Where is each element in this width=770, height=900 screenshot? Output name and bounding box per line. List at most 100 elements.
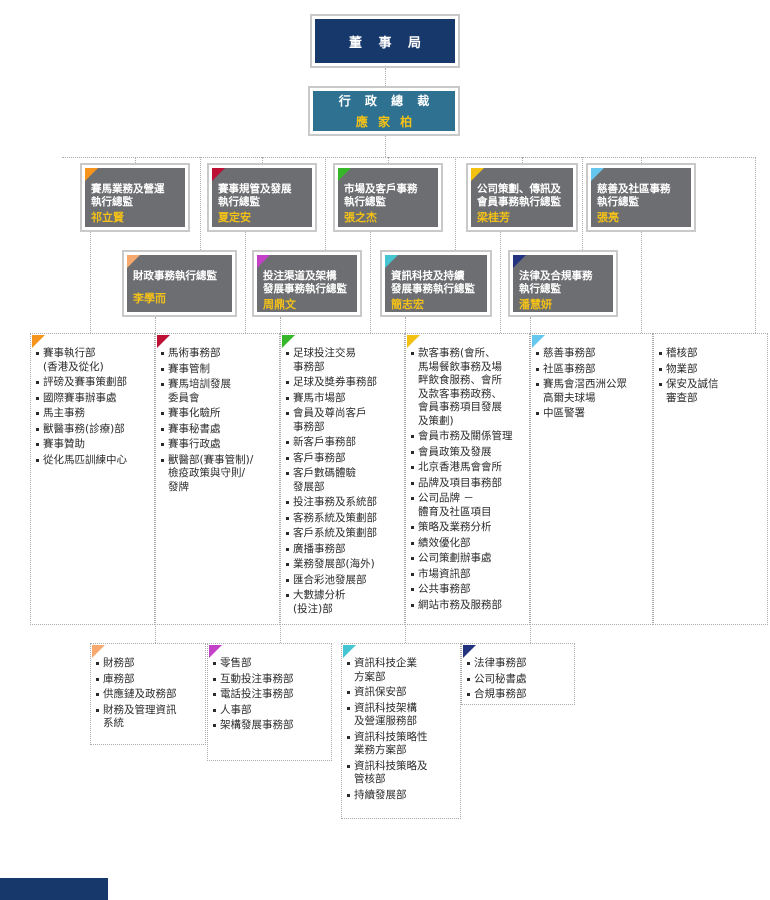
- dept-item: 賽事化驗所: [161, 407, 276, 421]
- dept-item-label: 物業部: [666, 362, 698, 375]
- bullet-icon: [347, 706, 350, 710]
- bullet-icon: [411, 435, 414, 438]
- dept-item-label: 獸醫事務(診療)部: [43, 422, 125, 435]
- accent-triangle-icon: [343, 645, 356, 658]
- bullet-icon: [347, 735, 350, 739]
- accent-triangle-icon: [338, 168, 351, 181]
- connector-line: [500, 232, 501, 333]
- dept-item: 資訊科技架構 及營運服務部: [347, 702, 457, 729]
- dept-item-label: 賽事行政處: [168, 438, 221, 450]
- exec-name: 李學而: [133, 292, 166, 305]
- dept-item: 供應鏈及政務部: [96, 688, 202, 702]
- connector-line: [385, 136, 386, 157]
- exec-title: 賽事規管及發展 執行總監: [218, 183, 292, 208]
- connector-line: [582, 157, 583, 250]
- dept-item-label: 廣播事務部: [293, 542, 346, 555]
- dept-item: 業務發展部(海外): [286, 558, 401, 572]
- exec-title: 慈善及社區事務 執行總監: [597, 183, 671, 208]
- dept-item: 中區警署: [536, 407, 649, 421]
- bullet-icon: [467, 677, 470, 681]
- dept-item-label: 款客事務(會所、 馬場餐飲事務及場 畔飲食服務、會所 及款客事務政務、 會員事務…: [418, 347, 502, 427]
- bullet-icon: [286, 594, 289, 597]
- dept-item-label: 互動投注事務部: [220, 672, 294, 685]
- dept-item-label: 獸醫部(賽事管制)/ 檢疫政策與守則/ 發牌: [168, 453, 254, 493]
- bullet-icon: [161, 458, 164, 462]
- dept-item: 款客事務(會所、 馬場餐飲事務及場 畔飲食服務、會所 及款客事務政務、 會員事務…: [411, 347, 526, 428]
- exec-box-it-sustainability: 資訊科技及持續 發展事務執行總監 簡志宏: [380, 250, 492, 317]
- footer-bar: [0, 878, 108, 900]
- bullet-icon: [536, 352, 539, 355]
- connector-line: [641, 232, 642, 333]
- dept-item-label: 資訊科技策略及 管核部: [354, 759, 428, 786]
- dept-list-charities-community: 慈善事務部社區事務部賽馬會滘西洲公眾 高爾夫球場中區警署: [530, 333, 653, 625]
- accent-triangle-icon: [463, 645, 476, 658]
- bullet-icon: [536, 412, 539, 415]
- dept-item: 公共事務部: [411, 583, 526, 597]
- dept-item-label: 客戶數碼體驗 發展部: [293, 467, 356, 493]
- dept-item-label: 資訊科技策略性 業務方案部: [354, 730, 428, 757]
- bullet-icon: [411, 526, 414, 529]
- dept-item: 從化馬匹訓練中心: [36, 454, 151, 468]
- dept-item: 庫務部: [96, 673, 202, 687]
- bullet-icon: [36, 458, 39, 462]
- exec-title: 資訊科技及持續 發展事務執行總監: [391, 270, 475, 295]
- dept-item-label: 客務系統及策劃部: [293, 511, 377, 524]
- bullet-icon: [411, 450, 414, 454]
- exec-title: 財政事務執行總監: [133, 270, 217, 282]
- dept-item: 評磅及賽事策劃部: [36, 376, 151, 390]
- dept-item-label: 策略及業務分析: [418, 521, 492, 533]
- bullet-icon: [536, 383, 539, 386]
- board-title: 董 事 局: [348, 35, 428, 51]
- bullet-icon: [96, 662, 99, 665]
- dept-list-it-sustainability: 資訊科技企業 方案部資訊保安部資訊科技架構 及營運服務部資訊科技策略性 業務方案…: [341, 643, 461, 819]
- dept-item-label: 庫務部: [103, 672, 135, 685]
- connector-line: [90, 232, 91, 333]
- bullet-icon: [411, 352, 414, 355]
- dept-item-label: 品牌及項目事務部: [418, 476, 502, 489]
- ceo-name: 應 家 柏: [355, 115, 416, 129]
- bullet-icon: [213, 724, 216, 727]
- dept-list-audit: 稽核部物業部保安及誠信 審查部: [653, 333, 768, 625]
- dept-item: 市場資訊部: [411, 568, 526, 582]
- accent-triangle-icon: [407, 335, 420, 348]
- bullet-icon: [161, 427, 164, 431]
- bullet-icon: [213, 662, 216, 665]
- dept-item-label: 稽核部: [666, 347, 698, 359]
- exec-title: 市場及客戶事務 執行總監: [344, 183, 418, 208]
- bullet-icon: [286, 412, 289, 415]
- dept-item-label: 資訊科技企業 方案部: [354, 657, 417, 683]
- dept-list-wagering-channels: 零售部互動投注事務部電話投注事務部人事部架構發展事務部: [207, 643, 332, 761]
- bullet-icon: [96, 708, 99, 712]
- connector-line: [325, 157, 326, 250]
- exec-title: 公司策劃、傳訊及 會員事務執行總監: [477, 183, 561, 208]
- bullet-icon: [411, 557, 414, 560]
- dept-item: 持續發展部: [347, 789, 457, 803]
- dept-item-label: 馬主事務: [43, 407, 85, 419]
- dept-item: 財務及管理資訊 系統: [96, 704, 202, 731]
- dept-item: 人事部: [213, 704, 328, 718]
- accent-triangle-icon: [209, 645, 222, 658]
- dept-item-label: 市場資訊部: [418, 567, 471, 580]
- dept-item: 稽核部: [659, 347, 764, 361]
- connector-line: [385, 68, 386, 86]
- dept-item: 賽馬培訓發展 委員會: [161, 378, 276, 405]
- dept-item: 匯合彩池發展部: [286, 574, 401, 588]
- connector-line: [370, 232, 371, 333]
- dept-item: 網站市務及服務部: [411, 599, 526, 613]
- dept-item-label: 投注事務及系統部: [293, 496, 377, 508]
- exec-box-marketing-customers: 市場及客戶事務 執行總監 張之杰: [333, 163, 443, 232]
- dept-item-label: 賽事贊助: [43, 438, 85, 450]
- bullet-icon: [286, 381, 289, 384]
- dept-item: 賽馬市場部: [286, 392, 401, 406]
- dept-item-label: 公司策劃辦事處: [418, 552, 492, 564]
- connector-line: [200, 157, 201, 250]
- dept-item: 法律事務部: [467, 657, 571, 671]
- bullet-icon: [36, 427, 39, 431]
- accent-triangle-icon: [212, 168, 225, 181]
- exec-title: 法律及合規事務 執行總監: [519, 270, 593, 295]
- exec-box-wagering-channels: 投注渠道及架構 發展事務執行總監 周鼎文: [252, 250, 362, 317]
- exec-name: 夏定安: [218, 211, 251, 224]
- connector-line: [641, 157, 642, 163]
- dept-item: 客戶系統及策劃部: [286, 527, 401, 541]
